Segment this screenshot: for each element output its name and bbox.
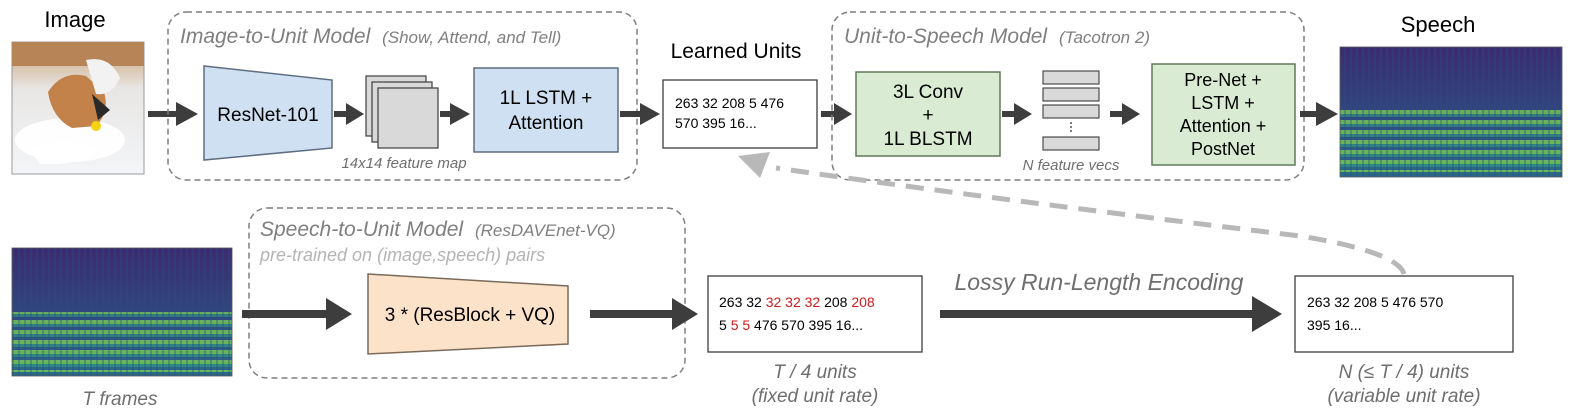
resblock-vq-block	[367, 273, 569, 355]
speech-to-unit-title: Speech-to-Unit Model	[260, 218, 464, 241]
variable-rate-units-box	[1294, 275, 1514, 353]
unit-to-speech-title: Unit-to-Speech Model	[844, 25, 1048, 48]
decoder-line3: Attention +	[1180, 116, 1267, 136]
arrow-encoder-to-vecs	[1002, 103, 1032, 125]
lstm-attention-block	[473, 67, 619, 153]
fixed-units-caption1: T / 4 units	[773, 362, 857, 383]
arrow-lstm-to-units	[620, 103, 660, 125]
resnet-label: ResNet-101	[217, 105, 318, 126]
arrow-image-to-resnet	[148, 102, 198, 126]
arrow-vecs-to-decoder	[1110, 103, 1140, 125]
unit-to-speech-subtitle: (Tacotron 2)	[1059, 28, 1150, 47]
decoder-block	[1151, 63, 1296, 166]
resnet-block	[203, 65, 333, 161]
spectrogram-icon	[11, 247, 233, 377]
image-to-unit-header: Image-to-Unit Model (Show, Attend, and T…	[180, 25, 561, 48]
lstm-label-line1: 1L LSTM +	[500, 88, 593, 109]
resblock-vq-label: 3 * (ResBlock + VQ)	[385, 305, 556, 326]
image-label: Image	[44, 7, 105, 32]
fixed-units-repeat-208: 208	[851, 294, 875, 310]
arrow-resblock-to-fixed-units	[590, 298, 698, 330]
variable-units-line1: 263 32 208 5 476 570	[1307, 294, 1443, 310]
fixed-units-part-c: 208	[820, 294, 851, 310]
arrow-resnet-to-features	[334, 103, 364, 125]
speech-to-unit-container	[248, 207, 686, 379]
fixed-units-part-e: 5	[719, 317, 731, 333]
arrow-spectrogram-to-resblock	[242, 298, 352, 330]
feature-map-caption: 14x14 feature map	[341, 155, 466, 172]
image-to-unit-subtitle: (Show, Attend, and Tell)	[382, 28, 561, 47]
arrow-lossy-rle	[940, 296, 1282, 332]
variable-units-caption2: (variable unit rate)	[1327, 386, 1480, 407]
decoder-line2: LSTM +	[1191, 93, 1255, 113]
variable-units-line2: 395 16...	[1307, 317, 1362, 333]
arrow-units-to-encoder	[821, 103, 852, 125]
fixed-units-repeat-32: 32 32 32	[766, 294, 821, 310]
dog-photo-icon	[11, 41, 145, 175]
learned-units-line2: 570 395 16...	[675, 115, 757, 131]
arrow-decoder-to-speech	[1300, 102, 1338, 126]
arrow-features-to-lstm	[440, 103, 470, 125]
fixed-units-repeat-5: 5 5	[731, 317, 751, 333]
learned-units-line1: 263 32 208 5 476	[675, 95, 784, 111]
learned-units-label: Learned Units	[671, 40, 802, 63]
encoder-line2: +	[922, 105, 933, 126]
unit-to-speech-header: Unit-to-Speech Model (Tacotron 2)	[844, 25, 1150, 48]
encoder-line1: 3L Conv	[893, 82, 964, 103]
feature-vecs-caption: N feature vecs	[1023, 157, 1120, 174]
encoder-block	[855, 71, 1001, 157]
variable-units-caption1: N (≤ T / 4) units	[1339, 362, 1470, 383]
fixed-units-part-a: 263 32	[719, 294, 766, 310]
lstm-label-line2: Attention	[509, 113, 584, 134]
fixed-rate-units-box	[707, 275, 923, 353]
learned-units-box	[662, 79, 818, 149]
speech-label: Speech	[1401, 12, 1476, 37]
fixed-units-part-g: 476 570 395 16...	[750, 317, 863, 333]
encoder-line3: 1L BLSTM	[883, 129, 972, 150]
spectrogram-icon	[1339, 46, 1563, 178]
unit-to-speech-container	[831, 11, 1305, 181]
fixed-units-line1: 263 32 32 32 32 208 208	[719, 294, 875, 310]
image-to-unit-title: Image-to-Unit Model	[180, 25, 372, 48]
lossy-rle-label: Lossy Run-Length Encoding	[955, 269, 1244, 295]
pretrained-caption: pre-trained on (image,speech) pairs	[259, 245, 545, 265]
fixed-units-caption2: (fixed unit rate)	[752, 386, 879, 407]
fixed-units-line2: 5 5 5 476 570 395 16...	[719, 317, 863, 333]
feedback-dashed-arrow	[738, 152, 1407, 276]
speech-to-unit-subtitle: (ResDAVEnet-VQ)	[475, 221, 616, 240]
t-frames-caption: T frames	[83, 389, 158, 410]
speech-to-unit-header: Speech-to-Unit Model (ResDAVEnet-VQ)	[260, 218, 616, 241]
feature-vectors-stack	[1042, 70, 1100, 151]
decoder-line1: Pre-Net +	[1184, 70, 1262, 90]
feature-map-stack	[365, 75, 439, 149]
decoder-line4: PostNet	[1191, 139, 1255, 159]
